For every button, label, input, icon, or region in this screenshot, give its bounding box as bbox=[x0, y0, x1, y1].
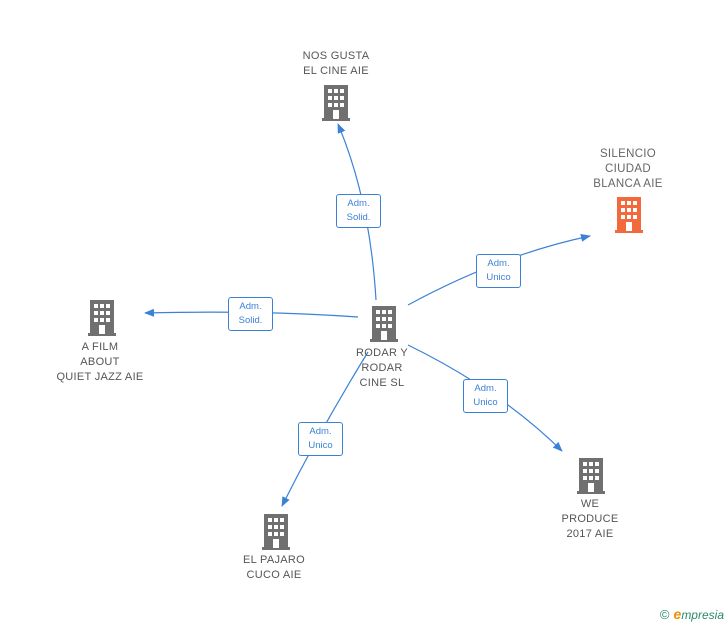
edge-label-a-film[interactable]: Adm. Solid. bbox=[228, 297, 273, 331]
el-pajaro-building-icon bbox=[262, 514, 290, 555]
brand-logo: empresia bbox=[673, 606, 724, 622]
a-film-building-icon bbox=[88, 300, 116, 341]
center-building-icon bbox=[370, 306, 398, 347]
we-produce-node-label[interactable]: WE PRODUCE 2017 AIE bbox=[561, 498, 619, 540]
el-pajaro-node-label[interactable]: EL PAJARO CUCO AIE bbox=[243, 554, 305, 581]
a-film-node-label[interactable]: A FILM ABOUT QUIET JAZZ AIE bbox=[56, 341, 144, 383]
silencio-building-icon bbox=[614, 197, 644, 238]
center-node-label[interactable]: RODAR Y RODAR CINE SL bbox=[355, 347, 409, 389]
nos-gusta-node-label[interactable]: NOS GUSTA EL CINE AIE bbox=[302, 50, 370, 77]
edge-label-silencio[interactable]: Adm. Unico bbox=[476, 254, 521, 288]
nos-gusta-building-icon bbox=[322, 85, 350, 126]
silencio-node-label[interactable]: SILENCIO CIUDAD BLANCA AIE bbox=[593, 148, 663, 190]
edge-label-nos-gusta[interactable]: Adm. Solid. bbox=[336, 194, 381, 228]
edge-label-we-produce[interactable]: Adm. Unico bbox=[463, 379, 508, 413]
we-produce-building-icon bbox=[577, 458, 605, 499]
copyright-icon: © bbox=[659, 606, 670, 622]
edge-label-el-pajaro[interactable]: Adm. Unico bbox=[298, 422, 343, 456]
footer-brand: © empresia bbox=[660, 606, 724, 622]
